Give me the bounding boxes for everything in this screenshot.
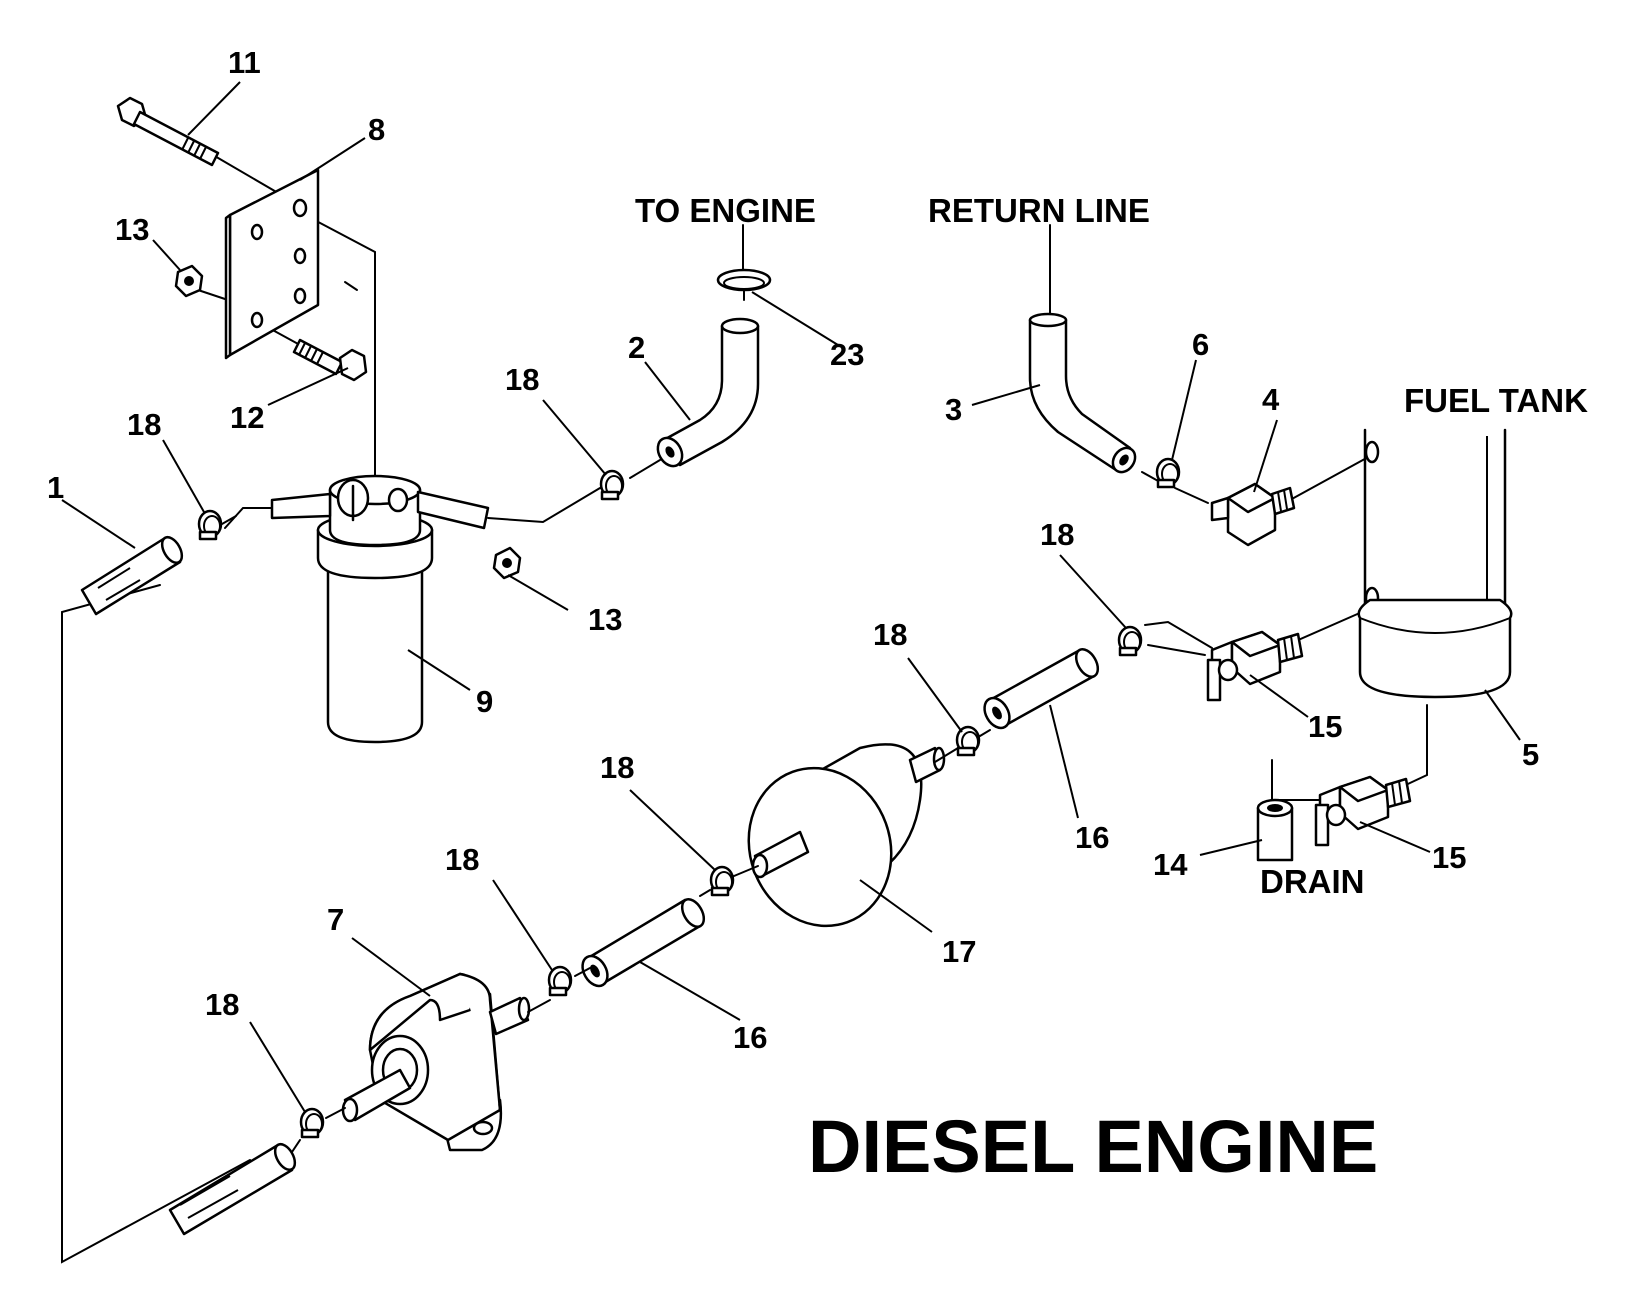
callout-13: 13 (115, 212, 149, 247)
callout-16: 16 (1075, 820, 1109, 855)
nut-13-upper (174, 264, 204, 298)
callout-7: 7 (327, 902, 344, 937)
to-engine-label: TO ENGINE (635, 192, 816, 229)
callout-18: 18 (600, 750, 634, 785)
callout-18: 18 (873, 617, 907, 652)
callout-15: 15 (1308, 709, 1342, 744)
bolt-12 (292, 338, 368, 382)
callout-4: 4 (1262, 382, 1280, 417)
callout-14: 14 (1153, 847, 1188, 882)
callout-23: 23 (830, 337, 864, 372)
text-labels: TO ENGINE RETURN LINE FUEL TANK DRAIN DI… (635, 192, 1588, 1188)
callout-18: 18 (445, 842, 479, 877)
callout-17: 17 (942, 934, 976, 969)
bolt-11 (116, 96, 220, 167)
callout-18: 18 (1040, 517, 1074, 552)
callout-13: 13 (588, 602, 622, 637)
hose-3 (1028, 312, 1137, 474)
nut-13-lower (492, 546, 522, 580)
return-line-label: RETURN LINE (928, 192, 1150, 229)
hose-16-lower (581, 898, 706, 988)
callout-3: 3 (945, 392, 962, 427)
hose-1-upper (80, 535, 184, 616)
fuel-tank (1357, 428, 1513, 699)
fuel-pump-7 (341, 972, 531, 1152)
callout-numbers: 11 8 13 12 1 18 13 9 2 18 23 3 6 4 18 15… (47, 45, 1539, 1055)
hose-1-lower (168, 1142, 297, 1236)
drain-label: DRAIN (1260, 863, 1365, 900)
valve-15-upper (1206, 630, 1304, 702)
callout-18: 18 (205, 987, 239, 1022)
callout-15: 15 (1432, 840, 1466, 875)
clamp-23 (716, 268, 772, 301)
hose-clamps-18 (197, 457, 1206, 1153)
callout-1: 1 (47, 470, 64, 505)
hose-16-upper (983, 648, 1100, 730)
drain-tube-14 (1256, 798, 1294, 862)
inline-filter-17 (747, 743, 946, 928)
hose-2 (656, 317, 760, 468)
callout-18: 18 (127, 407, 161, 442)
callout-18: 18 (505, 362, 539, 397)
bracket-plate-8 (224, 168, 320, 360)
callout-8: 8 (368, 112, 385, 147)
callout-5: 5 (1522, 737, 1539, 772)
callout-11: 11 (228, 45, 261, 80)
callout-2: 2 (628, 330, 645, 365)
fuel-tank-label: FUEL TANK (1404, 382, 1588, 419)
callout-12: 12 (230, 400, 264, 435)
callout-6: 6 (1192, 327, 1209, 362)
diagram-title: DIESEL ENGINE (808, 1105, 1378, 1188)
callout-9: 9 (476, 684, 493, 719)
elbow-fitting-4 (1210, 482, 1296, 547)
callout-16: 16 (733, 1020, 767, 1055)
fuel-filter-9 (270, 474, 490, 744)
valve-15-lower (1314, 775, 1412, 847)
leader-lines (61, 81, 1521, 1113)
